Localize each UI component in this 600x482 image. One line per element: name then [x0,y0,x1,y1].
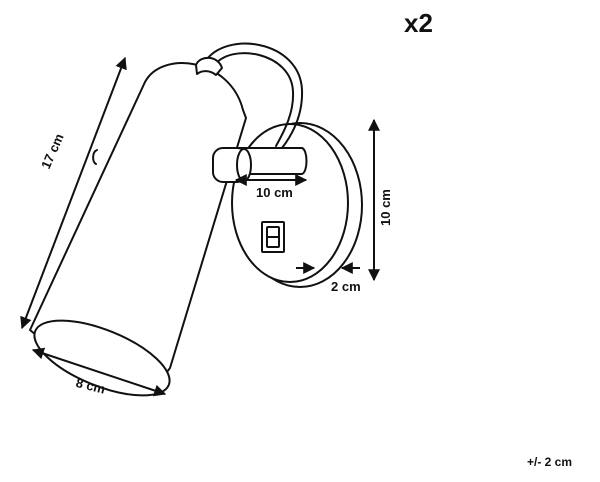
dim-label-base-depth: 2 cm [331,279,361,294]
quantity-label: x2 [404,8,433,38]
connecting-arm [204,42,304,149]
connecting-arm-inner [213,52,295,147]
dim-label-arm-length: 10 cm [256,185,293,200]
dim-line-lamp-diameter [31,347,167,397]
rocker-switch [261,221,285,253]
dim-label-base-height: 10 cm [378,189,393,226]
tolerance-label: +/- 2 cm [527,455,573,469]
knob-face [236,148,252,182]
lamp-side-nub [92,149,98,165]
lamp-cap [195,56,223,76]
dim-line-lamp-length [20,56,127,330]
